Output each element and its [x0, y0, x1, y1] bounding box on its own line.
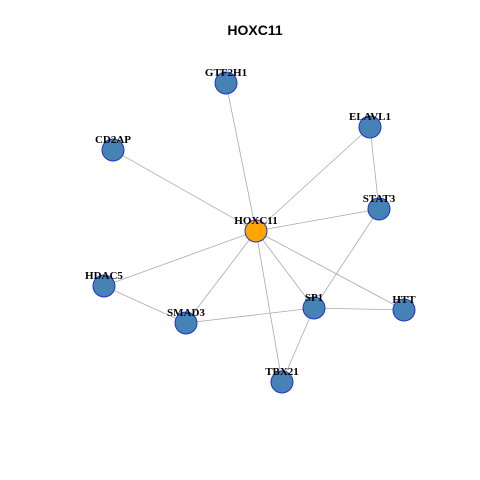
node-label-tbx21: TBX21 — [265, 366, 299, 378]
edge-hoxc11-htt — [255, 230, 405, 311]
node-sp1[interactable] — [302, 296, 326, 320]
node-elavl1[interactable] — [358, 115, 382, 139]
node-smad3[interactable] — [174, 311, 198, 335]
edge-hoxc11-elavl1 — [255, 126, 371, 232]
node-hoxc11[interactable] — [244, 219, 268, 243]
nodes-layer — [92, 71, 416, 394]
edge-elavl1-stat3 — [369, 126, 380, 210]
edge-hdac5-smad3 — [103, 285, 187, 324]
node-label-hdac5: HDAC5 — [85, 270, 123, 282]
edge-hoxc11-gtf2h1 — [225, 82, 257, 232]
node-label-gtf2h1: GTF2H1 — [205, 67, 247, 79]
edge-hoxc11-sp1 — [255, 230, 315, 309]
node-gtf2h1[interactable] — [214, 71, 238, 95]
edge-sp1-htt — [313, 307, 405, 311]
node-label-smad3: SMAD3 — [167, 307, 205, 319]
node-hdac5[interactable] — [92, 274, 116, 298]
graph-title: HOXC11 — [227, 22, 282, 38]
node-label-sp1: SP1 — [305, 292, 323, 304]
node-label-cd2ap: CD2AP — [95, 134, 131, 146]
edge-stat3-sp1 — [313, 208, 380, 309]
edges-layer — [103, 82, 405, 383]
edge-hoxc11-tbx21 — [255, 230, 283, 383]
node-label-stat3: STAT3 — [363, 193, 396, 205]
node-label-htt: HTT — [392, 294, 416, 306]
node-stat3[interactable] — [367, 197, 391, 221]
edge-hoxc11-cd2ap — [112, 149, 257, 232]
node-cd2ap[interactable] — [101, 138, 125, 162]
node-label-hoxc11: HOXC11 — [234, 215, 277, 227]
edge-hoxc11-smad3 — [185, 230, 257, 324]
edge-sp1-tbx21 — [281, 307, 315, 383]
node-label-elavl1: ELAVL1 — [349, 111, 391, 123]
node-htt[interactable] — [392, 298, 416, 322]
node-tbx21[interactable] — [270, 370, 294, 394]
edge-smad3-sp1 — [185, 307, 315, 324]
edge-hoxc11-stat3 — [255, 208, 380, 232]
edge-hoxc11-hdac5 — [103, 230, 257, 287]
